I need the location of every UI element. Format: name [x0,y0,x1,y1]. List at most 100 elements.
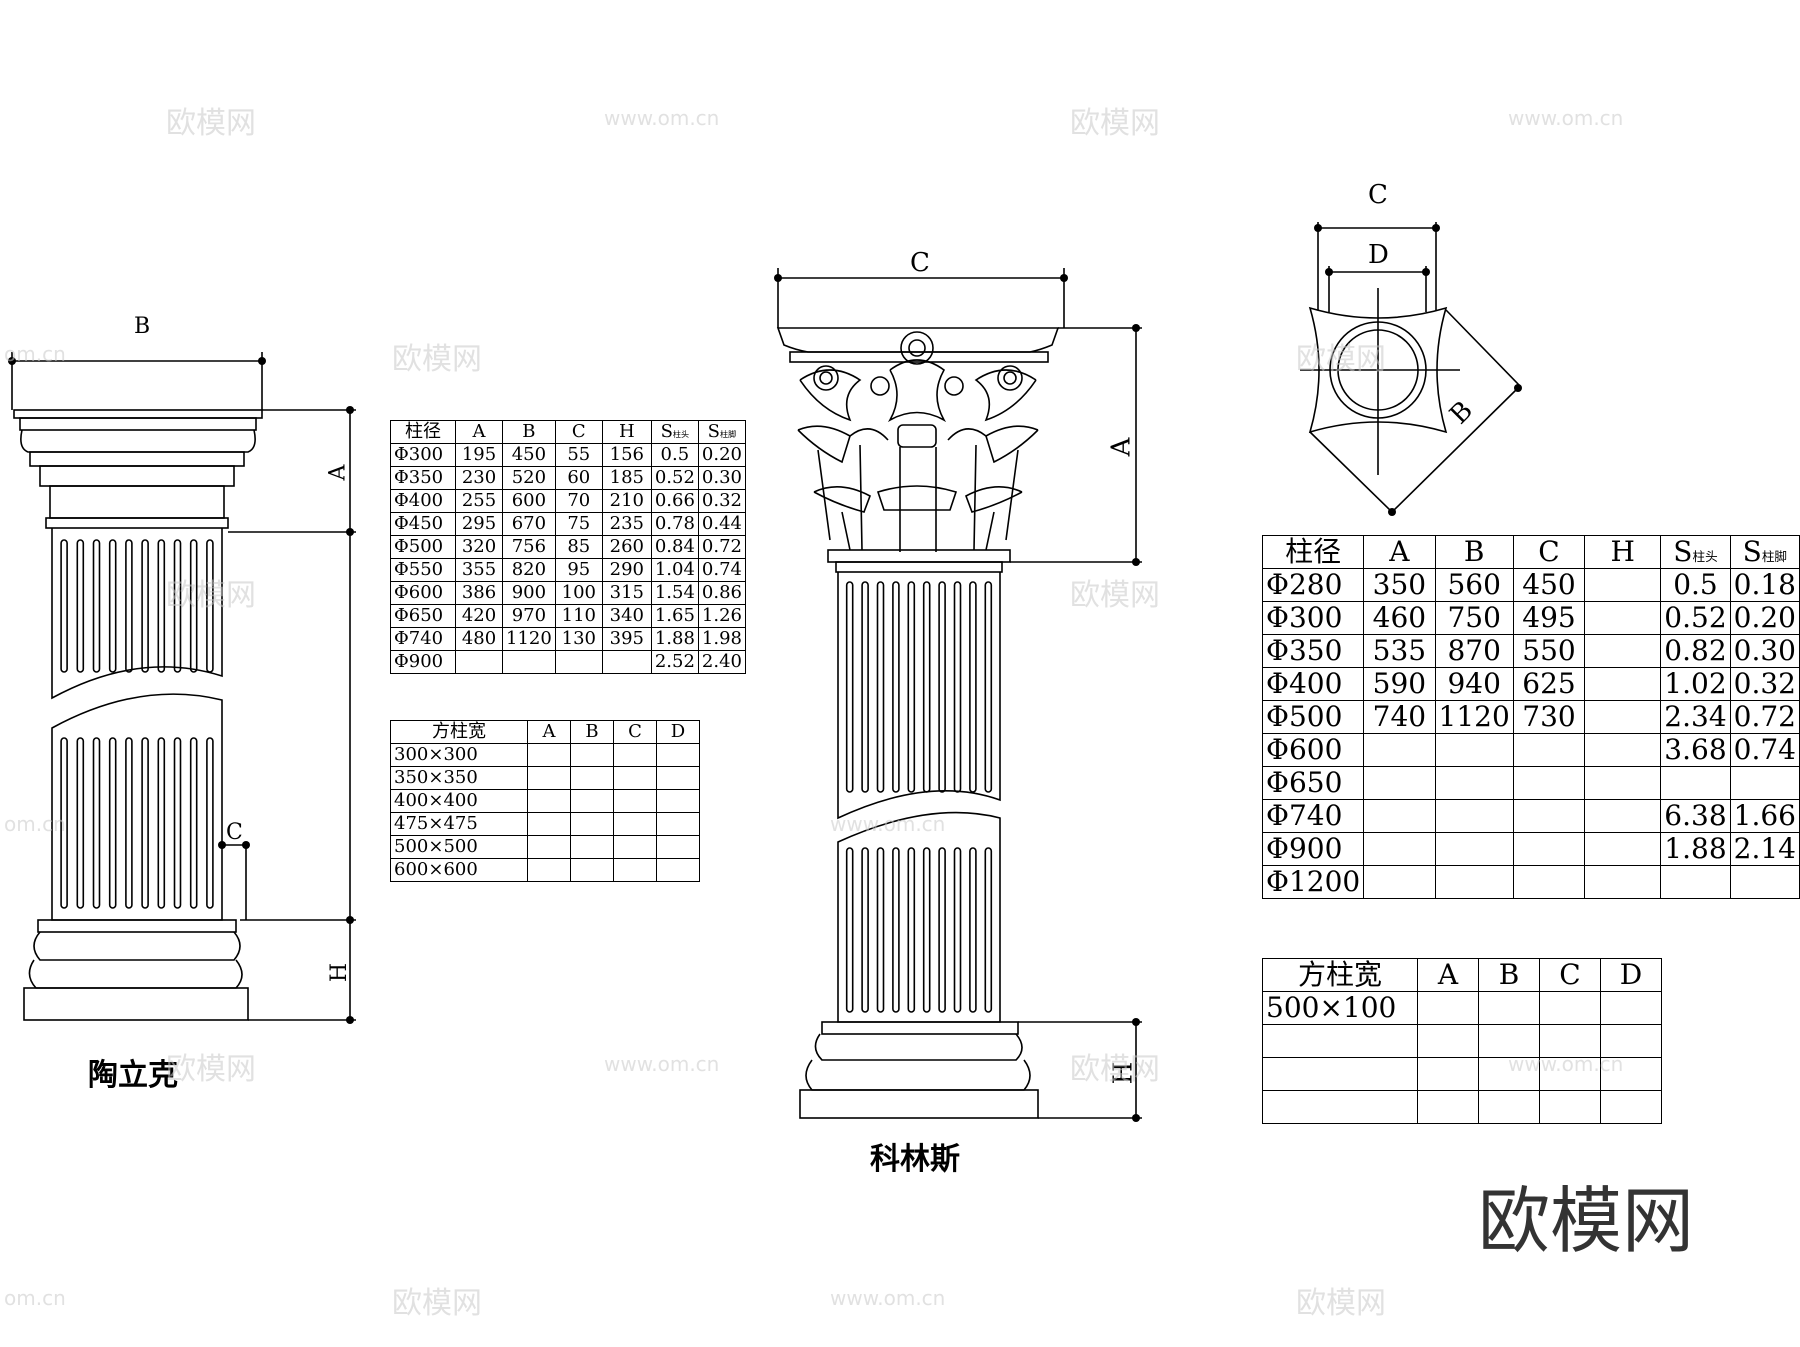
table-cell [656,835,700,859]
flute [938,581,946,793]
header-cell: 柱径 [1261,535,1365,569]
table-cell: 395 [601,627,652,651]
watermark: www.om.cn [604,106,720,130]
table-cell: 1.88 [650,627,699,651]
table-cell [527,812,571,836]
header-cell: D [656,720,700,744]
table-cell [1262,1024,1418,1058]
s-symbol: S [707,421,720,442]
table-cell: 590 [1363,667,1436,701]
flute [173,539,182,673]
table-header: 方柱宽 A B C D [390,720,700,744]
table-cell [1417,1024,1479,1058]
watermark: 欧模网 [166,1052,256,1087]
table-cell: 100 [554,581,603,605]
table-cell [1417,1090,1479,1124]
flute [845,847,854,1013]
table-cell: 1.02 [1660,667,1731,701]
table-cell: Φ900 [1261,832,1365,866]
table-cell: 55 [554,443,603,467]
flute [157,539,166,673]
table-cell: 0.32 [697,489,746,513]
table-cell: Φ740 [390,627,456,651]
table-cell: 0.84 [650,535,699,559]
table-cell: 85 [554,535,603,559]
table-cell: 355 [455,558,503,582]
table-cell [656,789,700,813]
table-cell [1478,1090,1540,1124]
flute [984,847,993,1013]
table-cell: 3.68 [1660,733,1731,767]
table-cell: 670 [502,512,556,536]
table-cell: 450 [502,443,556,467]
header-cell: 柱径 [390,420,456,444]
table-cell: 295 [455,512,503,536]
table-cell [1584,601,1662,635]
watermark: www.om.cn [604,1052,720,1076]
table-cell: 600 [502,489,556,513]
table-cell: 320 [455,535,503,559]
table-cell [1434,799,1514,833]
table-cell: 0.18 [1729,568,1800,602]
table-cell: 750 [1434,601,1514,635]
table-cell [1584,799,1662,833]
table-cell: Φ500 [1261,700,1365,734]
flute [922,581,931,793]
table-cell: 0.32 [1729,667,1800,701]
table-cell: Φ300 [1261,601,1365,635]
table-cell [527,789,571,813]
table-cell: 900 [502,581,556,605]
table-cell: 940 [1434,667,1514,701]
table-cell [527,766,571,790]
watermark: 欧模网 [1070,106,1160,141]
table-cell [1600,991,1662,1025]
table-cell: 1.04 [650,558,699,582]
table-row: 475×475 [390,812,700,836]
table-cell: 475×475 [390,812,528,836]
table-cell: 60 [554,466,603,490]
flute [108,539,117,673]
table-cell: Φ350 [390,466,456,490]
table-cell: 820 [502,558,556,582]
table-cell [1600,1090,1662,1124]
flute [922,847,931,1013]
flute [861,581,869,793]
table-row: Φ650 [1261,766,1800,800]
table-cell: 300×300 [390,743,528,767]
watermark: 欧模网 [166,578,256,613]
watermark: 欧模网 [1070,1052,1160,1087]
table-cell [1363,832,1436,866]
table-cell: 550 [1512,634,1586,668]
table-cell: 0.74 [1729,733,1800,767]
table-row: 600×600 [390,858,700,882]
table-cell [1539,991,1601,1025]
table-cell [1584,832,1662,866]
header-cell: S柱头 [650,420,699,444]
table-cell: Φ450 [390,512,456,536]
watermark: www.om.cn [830,1286,946,1310]
table-cell [570,835,614,859]
table-cell: 0.52 [650,466,699,490]
table-cell: 110 [554,604,603,628]
table-cell [613,766,657,790]
table-cell: 460 [1363,601,1436,635]
table-cell [1729,766,1800,800]
header-cell: 方柱宽 [1262,958,1418,992]
table-cell: 0.5 [650,443,699,467]
doric-column [11,352,356,1021]
watermark: 欧模网 [1070,578,1160,613]
table-cell [1434,766,1514,800]
table-cell [527,743,571,767]
table-cell: 0.20 [1729,601,1800,635]
table-cell: Φ550 [390,558,456,582]
table-cell: 1.54 [650,581,699,605]
watermark: om.cn [4,1286,66,1310]
flute [141,737,149,909]
header-cell: B [502,420,556,444]
